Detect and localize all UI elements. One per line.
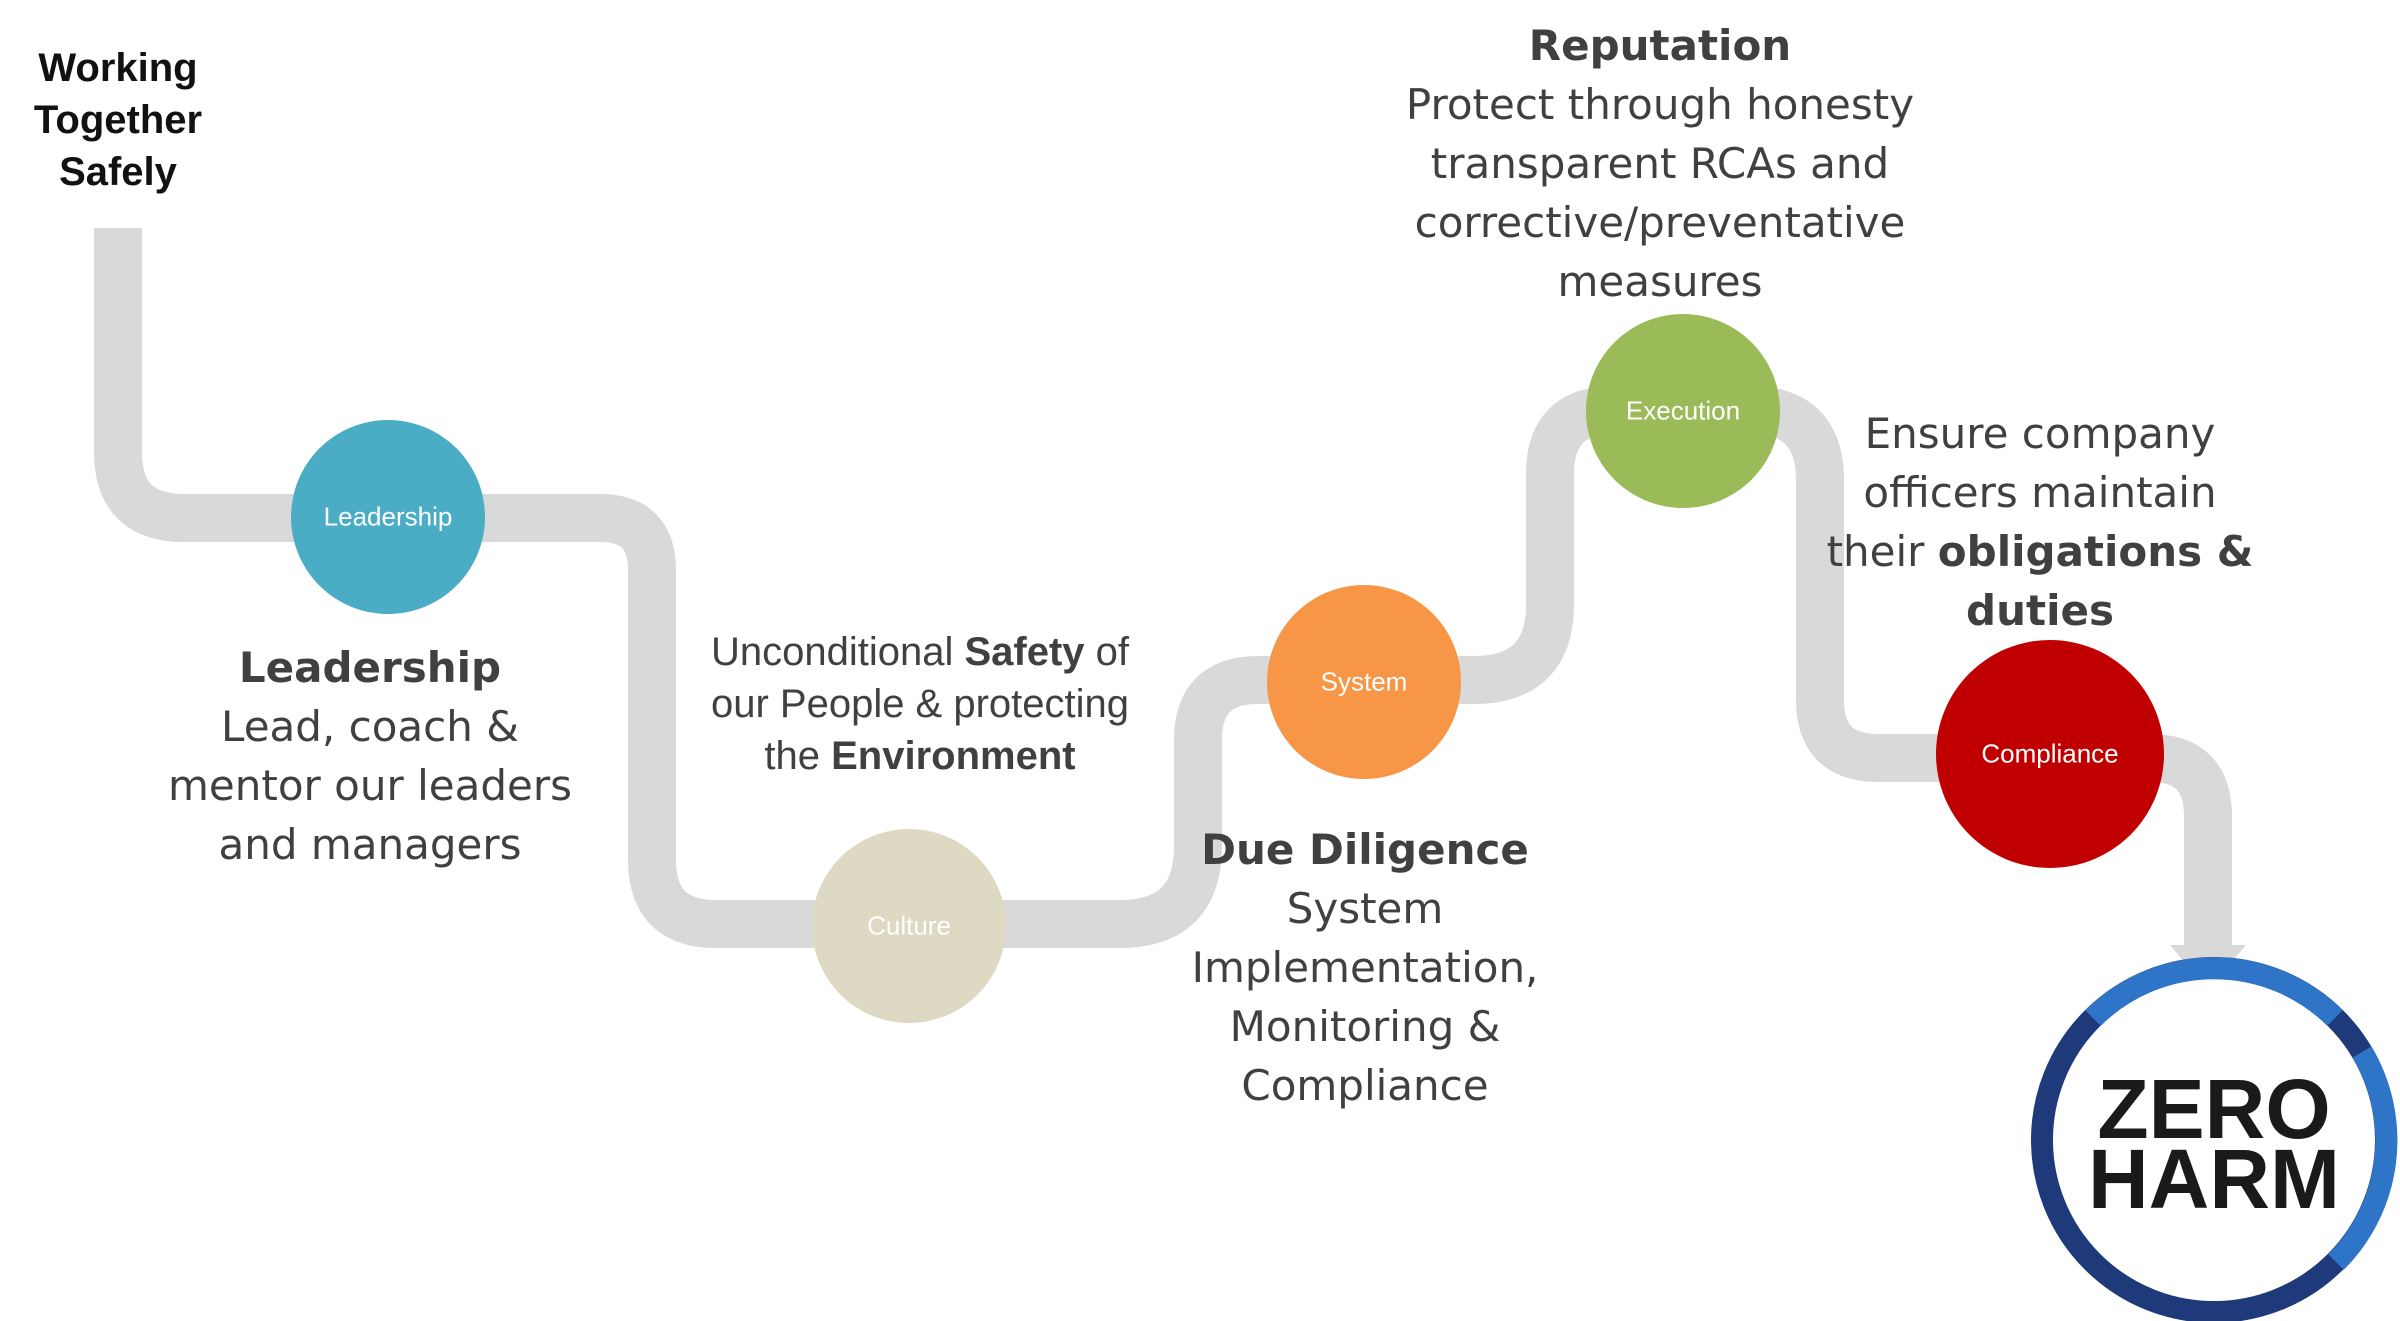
caption-culture-line3: the Environment bbox=[764, 734, 1076, 778]
node-culture bbox=[812, 829, 1006, 1023]
caption-compliance-line2: officers maintain bbox=[1863, 468, 2217, 517]
caption-system-line: System bbox=[1286, 884, 1444, 933]
caption-system-line: Monitoring & bbox=[1229, 1002, 1501, 1051]
caption-leadership-line: mentor our leaders bbox=[168, 761, 572, 810]
node-compliance bbox=[1936, 640, 2164, 868]
caption-leadership-line: and managers bbox=[218, 820, 522, 869]
caption-compliance-line1: Ensure company bbox=[1864, 409, 2216, 458]
caption-culture-line1: Unconditional Safety of bbox=[710, 630, 1130, 674]
caption-system-line: Compliance bbox=[1241, 1061, 1489, 1110]
node-execution bbox=[1586, 314, 1780, 508]
start-label-line: Safely bbox=[59, 150, 177, 194]
journey-path bbox=[94, 228, 2232, 948]
goal-line2: HARM bbox=[2088, 1132, 2340, 1226]
start-label-line: Working bbox=[38, 46, 198, 90]
caption-execution-line: corrective/preventative bbox=[1414, 198, 1906, 247]
caption-culture-bold-safety: Safety bbox=[964, 630, 1085, 674]
start-label-line: Together bbox=[33, 98, 203, 142]
node-label-execution: Execution bbox=[1625, 395, 1741, 426]
caption-system-line: Implementation, bbox=[1191, 943, 1539, 992]
node-label-leadership: Leadership bbox=[323, 501, 453, 532]
ring-light-top bbox=[2085, 957, 2343, 1026]
caption-culture-bold-environment: Environment bbox=[831, 734, 1076, 778]
node-label-culture: Culture bbox=[867, 910, 951, 941]
node-system bbox=[1267, 585, 1461, 779]
caption-execution-line: measures bbox=[1557, 257, 1763, 306]
caption-compliance-bold-obligations: obligations & bbox=[1937, 527, 2254, 576]
node-label-system: System bbox=[1320, 666, 1408, 697]
caption-leadership-heading: Leadership bbox=[238, 643, 502, 692]
node-label-compliance: Compliance bbox=[1981, 738, 2119, 769]
ring-light-right bbox=[2328, 1046, 2398, 1270]
start-label: Working Together Safely bbox=[0, 42, 236, 198]
caption-execution-line: transparent RCAs and bbox=[1430, 139, 1890, 188]
caption-execution-heading: Reputation bbox=[1528, 21, 1792, 70]
caption-culture: Unconditional Safety of our People & pro… bbox=[660, 626, 1180, 782]
caption-leadership-line: Lead, coach & bbox=[221, 702, 519, 751]
caption-execution: Reputation Protect through honesty trans… bbox=[1380, 16, 1940, 311]
caption-compliance-line4: duties bbox=[1966, 586, 2114, 635]
caption-compliance: Ensure company officers maintain their o… bbox=[1820, 404, 2260, 640]
caption-system-heading: Due Diligence bbox=[1201, 825, 1529, 874]
goal-line1: ZERO bbox=[2097, 1062, 2330, 1156]
caption-system: Due Diligence System Implementation, Mon… bbox=[1140, 820, 1590, 1115]
zero-harm-logo: ZERO HARM bbox=[2031, 957, 2398, 1321]
caption-compliance-line3: their obligations & bbox=[1826, 527, 2254, 576]
caption-leadership: Leadership Lead, coach & mentor our lead… bbox=[140, 638, 600, 874]
caption-execution-line: Protect through honesty bbox=[1405, 80, 1915, 129]
caption-culture-line2: our People & protecting bbox=[710, 682, 1130, 726]
node-leadership bbox=[291, 420, 485, 614]
